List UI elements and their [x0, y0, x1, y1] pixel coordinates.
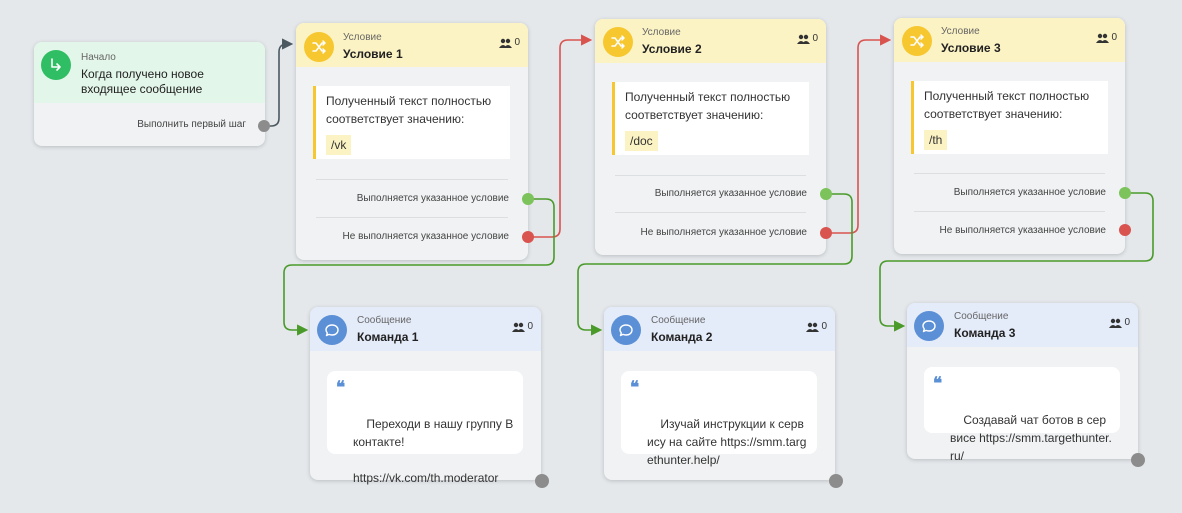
condition-1-rule-box: Полученный текст полностью соответствует… [313, 86, 510, 159]
condition-2-value-tag: /doc [625, 131, 658, 151]
message-node-3[interactable]: Сообщение Команда 3 0 ❝ Создавай чат бот… [907, 303, 1145, 467]
condition-2-no-port[interactable] [820, 227, 832, 239]
chat-bubble-icon [317, 315, 347, 345]
start-type-label: Начало [81, 52, 116, 63]
users-icon [499, 38, 513, 48]
condition-2-yes-port[interactable] [820, 188, 832, 200]
shuffle-icon [902, 26, 932, 56]
link-condition-1-no-to-condition-2 [528, 34, 593, 238]
message-1-counter: 0 [512, 321, 533, 332]
message-node-1[interactable]: Сообщение Команда 1 0 ❝ Переходи в нашу … [310, 307, 549, 488]
condition-3-value-tag: /th [924, 130, 948, 150]
condition-3-title: Условие 3 [941, 41, 1001, 55]
message-3-counter: 0 [1109, 317, 1130, 328]
condition-2-no-label: Не выполняется указанное условие [640, 227, 807, 238]
users-icon [1109, 318, 1123, 328]
users-icon [797, 34, 811, 44]
condition-1-value-tag: /vk [326, 135, 352, 155]
message-1-output-port[interactable] [535, 474, 549, 488]
condition-1-type-label: Условие [343, 32, 382, 43]
message-2-type-label: Сообщение [651, 315, 706, 326]
shuffle-icon [603, 27, 633, 57]
quote-icon: ❝ [630, 378, 640, 398]
message-1-title: Команда 1 [357, 330, 419, 344]
condition-3-header: Условие Условие 3 0 [894, 18, 1125, 62]
condition-1-count: 0 [514, 37, 520, 48]
condition-3-yes-label: Выполняется указанное условие [953, 187, 1106, 198]
message-3-output-port[interactable] [1131, 453, 1145, 467]
message-1-text: Переходи в нашу группу Вконтакте! https:… [353, 417, 514, 485]
condition-node-1[interactable]: Условие Условие 1 0 Полученный текст пол… [296, 23, 534, 260]
message-2-title: Команда 2 [651, 330, 713, 344]
users-icon [512, 322, 526, 332]
start-node[interactable]: Начало Когда получено новое входящее соо… [34, 42, 270, 146]
enter-arrow-icon [41, 50, 71, 80]
message-2-text-box: ❝ Изучай инструкции к сервису на сайте h… [621, 371, 817, 467]
condition-1-yes-port[interactable] [522, 193, 534, 205]
condition-2-divider [615, 175, 806, 176]
condition-2-rule-text: Полученный текст полностью соответствует… [625, 90, 791, 122]
condition-1-counter: 0 [499, 37, 520, 48]
condition-1-no-port[interactable] [522, 231, 534, 243]
message-1-text-box: ❝ Переходи в нашу группу Вконтакте! http… [327, 371, 523, 485]
message-2-output-port[interactable] [829, 474, 843, 488]
message-3-type-label: Сообщение [954, 311, 1009, 322]
message-node-2[interactable]: Сообщение Команда 2 0 ❝ Изучай инструкци… [604, 307, 843, 488]
condition-3-type-label: Условие [941, 26, 980, 37]
message-3-count: 0 [1124, 317, 1130, 328]
message-3-header: Сообщение Команда 3 0 [907, 303, 1138, 347]
users-icon [806, 322, 820, 332]
link-condition-2-no-to-condition-3 [826, 34, 892, 234]
quote-icon: ❝ [336, 378, 346, 398]
link-start-to-condition-1 [265, 38, 294, 127]
condition-1-title: Условие 1 [343, 47, 403, 61]
message-2-count: 0 [821, 321, 827, 332]
condition-1-divider [316, 179, 508, 180]
condition-1-divider-2 [316, 217, 508, 218]
condition-1-yes-label: Выполняется указанное условие [356, 193, 509, 204]
condition-3-no-label: Не выполняется указанное условие [939, 225, 1106, 236]
condition-2-yes-label: Выполняется указанное условие [654, 188, 807, 199]
condition-node-3[interactable]: Условие Условие 3 0 Полученный текст пол… [894, 18, 1131, 254]
condition-3-divider [914, 173, 1105, 174]
message-3-text-box: ❝ Создавай чат ботов в сервисе https://s… [924, 367, 1120, 463]
chat-bubble-icon [914, 311, 944, 341]
condition-2-type-label: Условие [642, 27, 681, 38]
condition-3-rule-box: Полученный текст полностью соответствует… [911, 81, 1108, 154]
start-node-header: Начало Когда получено новое входящее соо… [34, 42, 265, 103]
message-2-text: Изучай инструкции к сервису на сайте htt… [647, 417, 807, 467]
message-3-text: Создавай чат ботов в сервисе https://smm… [950, 413, 1112, 463]
chat-bubble-icon [611, 315, 641, 345]
condition-2-count: 0 [812, 33, 818, 44]
condition-1-no-label: Не выполняется указанное условие [342, 231, 509, 242]
condition-2-counter: 0 [797, 33, 818, 44]
shuffle-icon [304, 32, 334, 62]
condition-3-yes-port[interactable] [1119, 187, 1131, 199]
message-1-count: 0 [527, 321, 533, 332]
quote-icon: ❝ [933, 374, 943, 394]
message-3-title: Команда 3 [954, 326, 1016, 340]
start-output-port[interactable] [258, 120, 270, 132]
condition-2-divider-2 [615, 212, 806, 213]
start-action-label: Выполнить первый шаг [137, 119, 246, 130]
condition-3-rule-text: Полученный текст полностью соответствует… [924, 89, 1090, 121]
message-2-header: Сообщение Команда 2 0 [604, 307, 835, 351]
condition-3-no-port[interactable] [1119, 224, 1131, 236]
condition-2-title: Условие 2 [642, 42, 702, 56]
condition-3-divider-2 [914, 211, 1105, 212]
condition-2-header: Условие Условие 2 0 [595, 19, 826, 63]
condition-1-rule-text: Полученный текст полностью соответствует… [326, 94, 492, 126]
message-1-type-label: Сообщение [357, 315, 412, 326]
condition-3-counter: 0 [1096, 32, 1117, 43]
condition-node-2[interactable]: Условие Условие 2 0 Полученный текст пол… [595, 19, 832, 255]
condition-3-count: 0 [1111, 32, 1117, 43]
message-2-counter: 0 [806, 321, 827, 332]
message-1-header: Сообщение Команда 1 0 [310, 307, 541, 351]
condition-2-rule-box: Полученный текст полностью соответствует… [612, 82, 809, 155]
condition-1-header: Условие Условие 1 0 [296, 23, 528, 67]
users-icon [1096, 33, 1110, 43]
start-title: Когда получено новое входящее сообщение [81, 67, 204, 96]
